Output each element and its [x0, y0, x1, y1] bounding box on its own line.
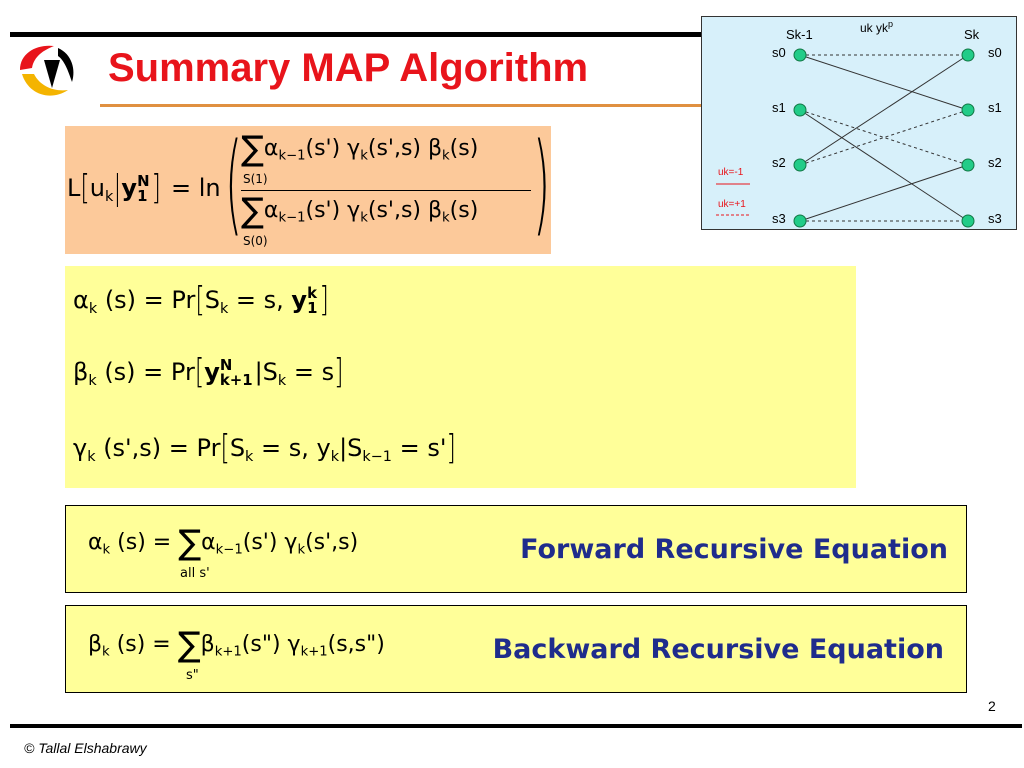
- branch-s3-s2: [799, 164, 969, 222]
- llr-num-under: S(1): [243, 172, 268, 186]
- university-logo: [14, 40, 80, 106]
- trellis-svg: [716, 48, 975, 228]
- llr-paren-right: ): [533, 119, 551, 247]
- node-right-s3: [961, 214, 975, 228]
- legend-plus-label: uk=+1: [718, 199, 746, 210]
- trellis-col-left: Sk-1: [786, 27, 813, 42]
- footer-rule: [10, 724, 1022, 728]
- trellis-right-s0: s0: [988, 45, 1002, 60]
- trellis-right-s2: s2: [988, 155, 1002, 170]
- llr-ln: = ln: [171, 174, 221, 202]
- trellis-left-s3: s3: [772, 211, 786, 226]
- trellis-diagram: uk ykp Sk-1 Sk s0 s1 s2 s3 s0 s1 s2 s3 u…: [701, 16, 1017, 230]
- trellis-left-s1: s1: [772, 100, 786, 115]
- trellis-dashed-branches: [799, 54, 969, 222]
- title-underline-black: [10, 32, 702, 37]
- node-left-s1: [793, 103, 807, 117]
- node-left-s3: [793, 214, 807, 228]
- llr-paren-left: (: [225, 119, 243, 247]
- trellis-right-s3: s3: [988, 211, 1002, 226]
- page-number: 2: [988, 698, 996, 714]
- branch-s1-s3: [799, 109, 969, 222]
- slide-title: Summary MAP Algorithm: [108, 46, 589, 90]
- gamma-definition: γk (s',s) = Pr[Sk = s, yk|Sk−1 = s']: [73, 428, 456, 468]
- forward-equation-box: αk (s) = ∑αk−1(s') γk(s',s) all s' Forwa…: [65, 505, 967, 593]
- branch-s2-s0: [799, 54, 969, 166]
- node-right-s1: [961, 103, 975, 117]
- forward-equation: αk (s) = ∑αk−1(s') γk(s',s): [88, 523, 359, 563]
- trellis-col-right: Sk: [964, 27, 980, 42]
- trellis-header-mid: uk ykp: [860, 19, 894, 35]
- backward-sum-under: s": [186, 668, 199, 683]
- backward-equation: βk (s) = ∑βk+1(s") γk+1(s,s"): [88, 625, 385, 665]
- trellis-right-s1: s1: [988, 100, 1002, 115]
- node-right-s0: [961, 48, 975, 62]
- trellis-solid-branches: [799, 54, 969, 222]
- llr-den-under: S(0): [243, 234, 268, 248]
- trellis-left-s2: s2: [772, 155, 786, 170]
- node-left-s2: [793, 158, 807, 172]
- node-right-s2: [961, 158, 975, 172]
- legend-minus-label: uk=-1: [718, 167, 744, 178]
- llr-numerator: ∑αk−1(s') γk(s',s) βk(s): [241, 129, 479, 169]
- node-left-s0: [793, 48, 807, 62]
- backward-equation-box: βk (s) = ∑βk+1(s") γk+1(s,s") s" Backwar…: [65, 605, 967, 693]
- trellis-left-s0: s0: [772, 45, 786, 60]
- forward-equation-label: Forward Recursive Equation: [520, 534, 948, 565]
- branch-s0-s1: [799, 54, 969, 111]
- llr-denominator: ∑αk−1(s') γk(s',s) βk(s): [241, 191, 479, 231]
- footer-credit: © Tallal Elshabrawy: [24, 740, 147, 756]
- llr-fraction-bar: [241, 190, 531, 191]
- backward-equation-label: Backward Recursive Equation: [492, 634, 944, 665]
- forward-sum-under: all s': [180, 566, 210, 581]
- title-underline-orange: [100, 104, 702, 107]
